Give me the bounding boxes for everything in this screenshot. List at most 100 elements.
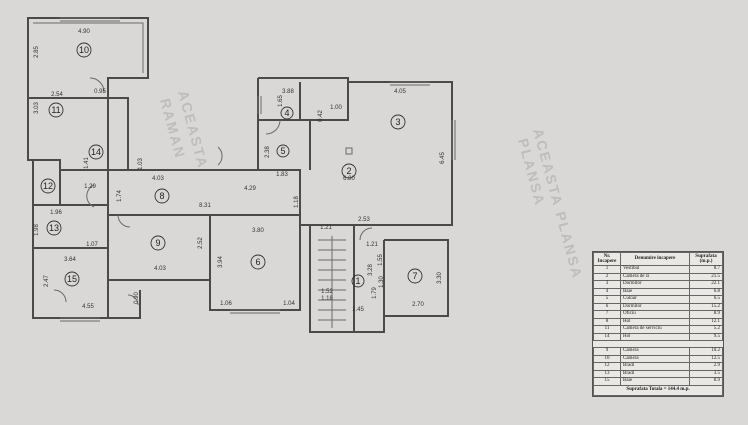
dim-label: 0.90 bbox=[134, 292, 140, 304]
exterior-walls bbox=[27, 17, 453, 333]
legend-header-number: Nr. Incapere bbox=[593, 252, 621, 266]
dim-label: 2.47 bbox=[44, 275, 50, 287]
room-number-11: 11 bbox=[51, 105, 60, 115]
legend-number: 4 bbox=[593, 287, 621, 296]
room-number-7: 7 bbox=[412, 271, 417, 281]
legend-header-area: Suprafata (m.p.) bbox=[689, 252, 723, 266]
room-number-12: 12 bbox=[43, 181, 53, 191]
legend-area: 9.5 bbox=[689, 332, 723, 341]
dim-label: 2.54 bbox=[51, 92, 63, 98]
dim-label: 1.74 bbox=[117, 190, 123, 202]
dim-label: 1.00 bbox=[330, 105, 342, 111]
dim-label: 1.21 bbox=[320, 225, 332, 231]
dim-label: 4.55 bbox=[82, 304, 94, 310]
dim-label: 1.79 bbox=[372, 287, 378, 299]
dim-label: 4.03 bbox=[154, 266, 166, 272]
room-number-8: 8 bbox=[159, 191, 164, 201]
legend-number: 12 bbox=[593, 362, 621, 371]
room-number-4: 4 bbox=[284, 108, 289, 118]
dim-label: 4.29 bbox=[244, 186, 256, 192]
legend-name: Camera bbox=[620, 354, 690, 363]
dim-label: 3.30 bbox=[437, 272, 443, 284]
dim-label: 3.80 bbox=[252, 228, 264, 234]
windows bbox=[60, 17, 456, 322]
legend-area: 12.1 bbox=[689, 317, 723, 326]
dim-label: 2.52 bbox=[198, 237, 204, 249]
legend-area: 21.5 bbox=[689, 272, 723, 281]
legend-area: 2.9 bbox=[689, 362, 723, 371]
legend-number: 6 bbox=[593, 302, 621, 311]
legend-number: 13 bbox=[593, 369, 621, 378]
dim-label: 0.95 bbox=[94, 89, 106, 95]
legend-area: 22.1 bbox=[689, 280, 723, 289]
room-number-2: 2 bbox=[346, 166, 351, 176]
legend-name: Dormitor bbox=[620, 280, 690, 289]
staircase bbox=[318, 236, 346, 328]
dim-label: 1.45 bbox=[352, 307, 364, 313]
dim-label: 1.30 bbox=[379, 276, 385, 288]
legend-name: Hol bbox=[620, 317, 690, 326]
legend-number: 14 bbox=[593, 332, 621, 341]
legend-number: 8 bbox=[593, 317, 621, 326]
legend-area: 8.9 bbox=[689, 377, 723, 386]
dim-label: 4.03 bbox=[152, 176, 164, 182]
dim-label: 4.90 bbox=[78, 29, 90, 35]
room-number-5: 5 bbox=[280, 146, 285, 156]
legend-area: 10.2 bbox=[689, 347, 723, 356]
legend-header-name: Denumire incapere bbox=[620, 252, 690, 266]
legend-area: 6.8 bbox=[689, 287, 723, 296]
dim-label: 0.42 bbox=[318, 110, 324, 122]
legend-name: Camera de zi bbox=[620, 272, 690, 281]
legend-area: 6.5 bbox=[689, 295, 723, 304]
legend-name: Dormitor bbox=[620, 302, 690, 311]
table-spacer bbox=[593, 340, 723, 348]
legend-number: 15 bbox=[593, 377, 621, 386]
dim-label: 2.70 bbox=[412, 302, 424, 308]
dim-label: 1.83 bbox=[276, 172, 288, 178]
legend-area: 8.7 bbox=[689, 265, 723, 274]
dim-label: 1.98 bbox=[34, 224, 40, 236]
dim-label: 4.05 bbox=[394, 89, 406, 95]
dim-label: 1.06 bbox=[220, 301, 232, 307]
dim-label: 3.94 bbox=[218, 256, 224, 268]
room-legend-table: Nr. Incapere Denumire incapere Suprafata… bbox=[592, 251, 724, 397]
legend-name: Camera bbox=[620, 347, 690, 356]
room-number-14: 14 bbox=[91, 147, 101, 157]
legend-name: Baie bbox=[620, 377, 690, 386]
room-number-13: 13 bbox=[49, 223, 59, 233]
legend-number: 1 bbox=[593, 265, 621, 274]
room-number-9: 9 bbox=[155, 238, 160, 248]
dim-label: 1.41 bbox=[84, 157, 90, 169]
room-number-6: 6 bbox=[255, 257, 260, 267]
room-number-15: 15 bbox=[67, 274, 77, 284]
room-number-10: 10 bbox=[79, 45, 89, 55]
dim-label: 3.28 bbox=[368, 264, 374, 276]
dim-label: 8.31 bbox=[199, 203, 211, 209]
dim-label: 1.18 bbox=[321, 296, 333, 302]
legend-number: 7 bbox=[593, 310, 621, 319]
dimension-labels: 4.90 2.85 2.54 0.95 3.03 3.88 1.00 1.65 … bbox=[34, 29, 446, 313]
legend-total-area: Suprafata Totala = 144.4 m.p. bbox=[593, 384, 723, 396]
dim-label: 1.96 bbox=[50, 210, 62, 216]
legend-number: 5 bbox=[593, 295, 621, 304]
dim-label: 1.65 bbox=[278, 95, 284, 107]
room-number-1: 1 bbox=[355, 276, 360, 286]
legend-name: Camera de serviciu bbox=[620, 325, 690, 334]
dim-label: 3.88 bbox=[282, 89, 294, 95]
dim-label: 6.45 bbox=[440, 152, 446, 164]
dim-label: 1.21 bbox=[366, 242, 378, 248]
legend-name: Oficiu bbox=[620, 310, 690, 319]
